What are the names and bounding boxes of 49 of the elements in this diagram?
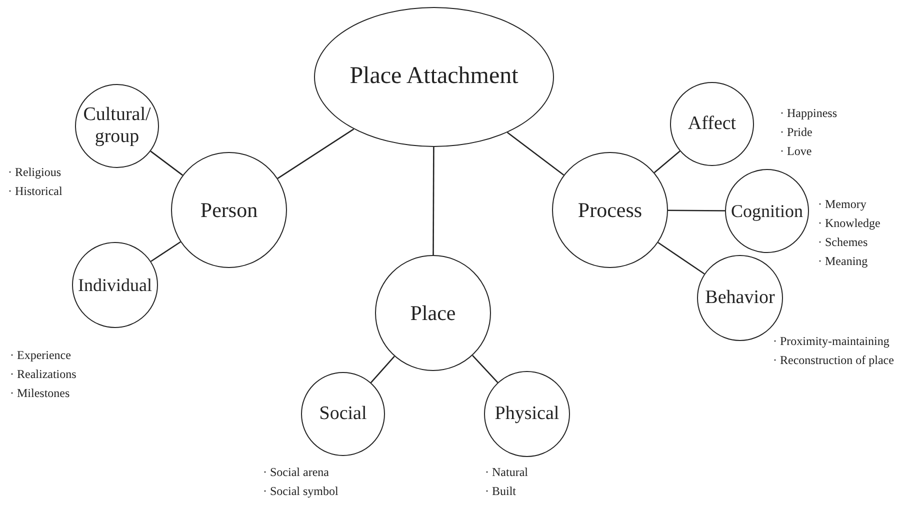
bullet-item: · Proximity-maintaining — [773, 333, 890, 350]
root-ellipse — [314, 7, 554, 147]
bullet-item: · Love — [780, 143, 813, 160]
connector-line — [277, 128, 354, 179]
concept-circle — [552, 152, 668, 268]
node-label: Process — [578, 198, 642, 222]
node-label: Person — [200, 198, 258, 222]
node-label: Cognition — [730, 200, 803, 222]
node-label: Place — [410, 300, 456, 326]
concept-circle — [75, 84, 159, 168]
concept-circle — [670, 82, 754, 166]
node-label: Place Attachment — [350, 63, 518, 91]
connector-line — [472, 355, 498, 383]
concept-circle — [725, 169, 809, 253]
connector-line — [658, 242, 705, 274]
connector-line — [668, 210, 725, 212]
node-label: Behavior — [705, 287, 775, 309]
node-label: Cultural/ group — [82, 104, 152, 148]
bullet-item: · Milestones — [10, 385, 71, 402]
node-label: Social — [319, 403, 367, 425]
concept-circle — [375, 255, 491, 371]
bullet-item: · Natural — [485, 464, 528, 481]
concept-circle — [171, 152, 287, 268]
bullet-item: · Built — [485, 483, 518, 500]
bullet-item: · Meaning — [818, 253, 869, 270]
connector-line — [150, 241, 181, 262]
bullet-item: · Realizations — [10, 366, 76, 383]
bullet-item: · Knowledge — [818, 215, 880, 232]
connector-line — [370, 356, 395, 384]
connector-line — [506, 132, 564, 176]
bullet-item: · Historical — [8, 183, 62, 200]
bullet-item: · Reconstruction of place — [773, 352, 894, 369]
bullet-item: · Experience — [10, 347, 72, 364]
node-label: Affect — [688, 113, 736, 135]
bullet-item: · Schemes — [818, 234, 869, 251]
bullet-item: · Social symbol — [263, 483, 338, 500]
bullet-item: · Memory — [818, 196, 868, 213]
bullet-item: · Religious — [8, 164, 62, 181]
bullet-item: · Pride — [780, 124, 814, 141]
connector-line — [432, 147, 434, 255]
bullet-item: · Happiness — [780, 105, 837, 122]
concept-circle — [301, 372, 385, 456]
concept-circle — [72, 242, 158, 328]
node-label: Individual — [78, 274, 152, 296]
concept-circle — [484, 371, 570, 457]
connector-line — [654, 150, 680, 174]
node-label: Physical — [494, 403, 560, 425]
connector-line — [150, 150, 183, 176]
bullet-item: · Social arena — [263, 464, 330, 481]
